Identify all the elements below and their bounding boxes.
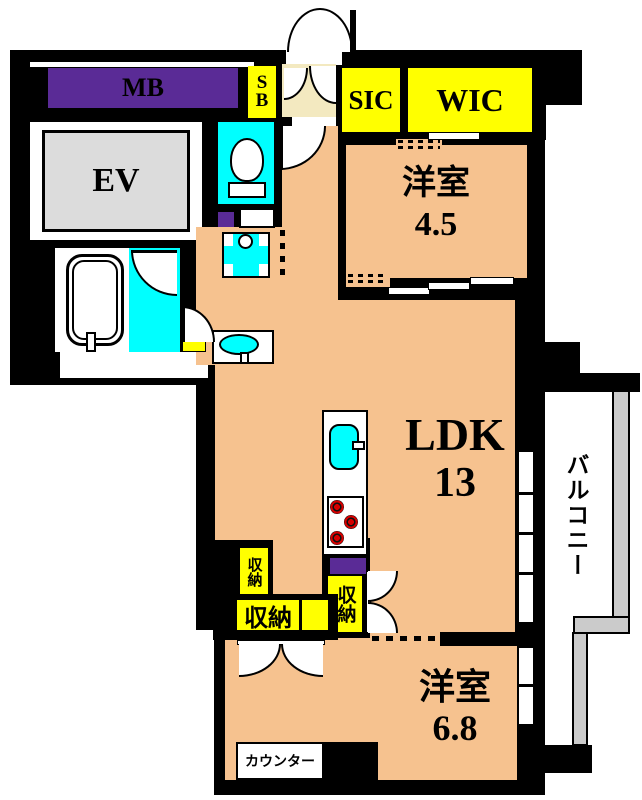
ldk-name: LDK: [405, 408, 505, 460]
utility-cabinet: [218, 212, 234, 227]
stove-burner-icon: [344, 515, 358, 529]
wall: [282, 50, 544, 65]
balcony-name: バルコニー: [563, 452, 588, 578]
opening-dashes: [372, 636, 438, 641]
storage-label: 収納: [334, 585, 356, 623]
wic-label: WIC: [436, 81, 504, 118]
wall: [324, 742, 378, 780]
shoe-box-label-line2: B: [255, 90, 269, 111]
storage-a: 収納: [240, 548, 268, 596]
toilet-icon: [230, 138, 264, 182]
sic-label: SIC: [348, 84, 394, 115]
kitchen-cabinet: [330, 558, 366, 574]
washbasin-bowl-icon: [219, 334, 259, 355]
window-divider: [519, 492, 533, 495]
room68-label: 洋室 6.8: [365, 656, 545, 760]
room45-label: 洋室 4.5: [356, 155, 516, 255]
ldk-floor-upper: [338, 300, 515, 367]
bathtub-drain: [86, 332, 96, 352]
ldk-size: 13: [434, 460, 476, 507]
wall: [540, 745, 592, 773]
meter-box-label: MB: [122, 73, 164, 102]
window-divider: [519, 532, 533, 535]
sliding-door-panel: [428, 132, 480, 140]
room45-floor: [346, 145, 527, 278]
room68-name: 洋室: [418, 666, 491, 707]
counter-box: カウンター: [236, 742, 324, 780]
counter-label: カウンター: [245, 755, 315, 770]
opening-dashes: [280, 230, 285, 278]
stove-burner-icon: [330, 531, 344, 545]
kitchen-faucet-icon: [352, 441, 365, 450]
entrance-door-arc: [287, 8, 353, 52]
bathtub-inner: [72, 260, 118, 340]
window-divider: [519, 684, 533, 687]
sliding-door-panel: [428, 282, 470, 290]
gap: [60, 352, 208, 378]
window-divider: [519, 572, 533, 575]
elevator: EV: [42, 130, 190, 232]
shoe-box: S B: [248, 66, 276, 118]
room45-size: 4.5: [414, 206, 458, 243]
storage-label: 収納: [245, 557, 262, 587]
opening-dashes: [398, 140, 440, 149]
meter-box: MB: [48, 68, 238, 108]
balcony-railing: [612, 390, 630, 620]
washer-space: [239, 208, 275, 228]
toilet-tank: [228, 182, 266, 198]
balcony-railing: [572, 632, 588, 746]
outside: [196, 630, 214, 800]
ldk-label: LDK 13: [385, 402, 525, 514]
balcony-top-wall: [532, 373, 640, 392]
vanity-bowl-icon: [238, 234, 253, 249]
sliding-door-panel: [388, 287, 430, 295]
storage-label: 収納: [244, 605, 292, 632]
walk-in-closet: WIC: [408, 68, 532, 132]
opening-dashes: [348, 274, 388, 284]
elevator-label: EV: [92, 162, 140, 199]
room45-name: 洋室: [402, 165, 470, 203]
washbasin-tap: [240, 352, 249, 364]
gap: [30, 62, 254, 67]
wall: [532, 342, 580, 373]
storage-b: 収納: [237, 600, 299, 632]
storage-b2: [302, 600, 328, 630]
balcony-label: バルコニー: [558, 415, 592, 615]
stove-burner-icon: [330, 500, 344, 514]
room68-size: 6.8: [432, 708, 478, 748]
entrance-door-jamb: [350, 10, 356, 52]
sliding-door-panel: [470, 277, 514, 285]
balcony-railing: [573, 616, 630, 634]
shoe-box-label-line1: S: [256, 71, 268, 93]
shoes-in-closet: SIC: [342, 68, 400, 132]
